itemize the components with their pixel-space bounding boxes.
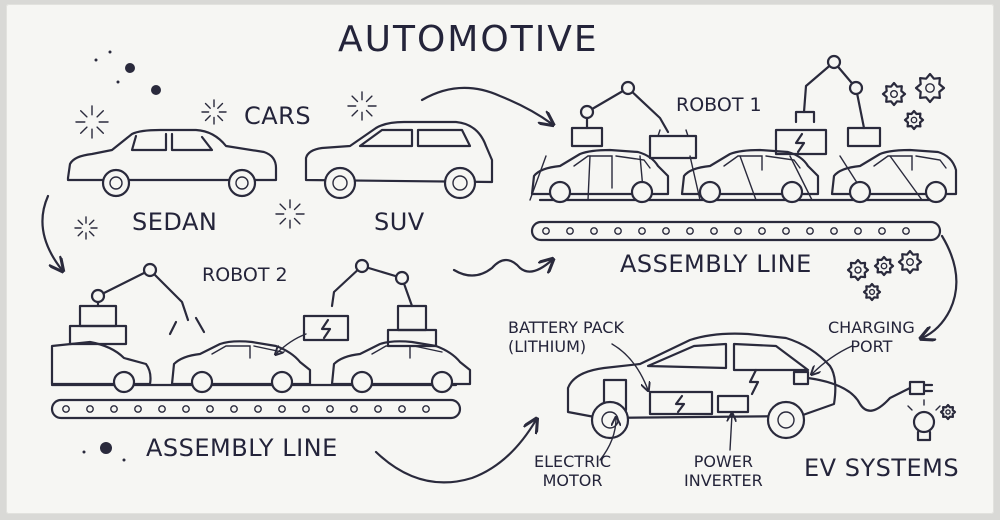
gear-icon (897, 249, 923, 275)
belt-roller (398, 405, 406, 413)
belt-roller (710, 227, 718, 235)
belt-roller (758, 227, 766, 235)
belt-roller (110, 405, 118, 413)
car-shell-3-icon (830, 148, 958, 204)
ev-systems-label: EV SYSTEMS (804, 454, 960, 482)
gear-icon (862, 282, 882, 302)
robot-arm-1b-icon (774, 54, 882, 156)
ink-splatters (82, 50, 161, 462)
belt-roller (638, 227, 646, 235)
sparkle-mark (74, 216, 98, 240)
belt-roller (62, 405, 70, 413)
cars-label: CARS (244, 102, 312, 130)
belt-roller (350, 405, 358, 413)
belt-roller (566, 227, 574, 235)
belt-roller (542, 227, 550, 235)
belt-rollers-bottom (62, 405, 430, 413)
gear-icon (873, 255, 895, 277)
sedan-icon (66, 128, 278, 198)
belt-roller (254, 405, 262, 413)
robot-arm-2b-icon (302, 258, 438, 348)
robot-arm-2a-icon (68, 262, 206, 346)
battery-pack-label: BATTERY PACK (LITHIUM) (508, 318, 624, 357)
light-bulb-icon (907, 399, 941, 442)
sparkle-mark (201, 99, 227, 125)
belt-roller (278, 405, 286, 413)
gear-icon (914, 72, 946, 104)
belt-roller (830, 227, 838, 235)
belt-roller (302, 405, 310, 413)
gear-icon (903, 109, 925, 131)
assembly-line-top-label: ASSEMBLY LINE (620, 250, 812, 278)
belt-roller (422, 405, 430, 413)
belt-roller (902, 227, 910, 235)
conveyor-belt-top-icon (529, 155, 942, 242)
robot-2-label: ROBOT 2 (202, 264, 288, 286)
belt-roller (686, 227, 694, 235)
gear-icon (881, 81, 907, 107)
belt-roller (326, 405, 334, 413)
robot-arm-1a-icon (570, 80, 698, 160)
gear-icons (846, 72, 957, 421)
belt-roller (590, 227, 598, 235)
sparkle-mark (347, 91, 377, 121)
ev-car-icon (566, 332, 934, 440)
belt-roller (854, 227, 862, 235)
napkin-background (6, 4, 994, 514)
car-shell-6-icon (330, 340, 472, 394)
belt-roller (878, 227, 886, 235)
belt-roller (374, 405, 382, 413)
sparkle-marks (74, 91, 377, 240)
page-title: AUTOMOTIVE (338, 19, 599, 60)
conveyor-belt-bottom-icon (50, 383, 462, 420)
belt-roller (614, 227, 622, 235)
suv-icon (304, 120, 494, 200)
car-shell-1-icon (530, 148, 670, 204)
robot-1-label: ROBOT 1 (676, 94, 762, 116)
car-shell-4-icon (50, 340, 152, 394)
electric-motor-label: ELECTRIC MOTOR (534, 452, 612, 491)
suv-label: SUV (374, 208, 425, 236)
belt-roller (782, 227, 790, 235)
car-shell-5-icon (170, 340, 312, 394)
charging-port-label: CHARGING PORT (828, 318, 915, 357)
belt-rollers-top (542, 227, 910, 235)
gear-icon (846, 258, 870, 282)
power-inverter-label: POWER INVERTER (684, 452, 763, 491)
assembly-line-bottom-label: ASSEMBLY LINE (146, 434, 338, 462)
belt-roller (86, 405, 94, 413)
gear-icon (939, 403, 957, 421)
sedan-label: SEDAN (132, 208, 218, 236)
belt-roller (662, 227, 670, 235)
belt-roller (230, 405, 238, 413)
sparkle-mark (275, 199, 305, 229)
belt-roller (134, 405, 142, 413)
belt-roller (806, 227, 814, 235)
car-shell-2-icon (680, 148, 820, 204)
belt-roller (182, 405, 190, 413)
belt-roller (734, 227, 742, 235)
flow-arrows (41, 86, 958, 484)
belt-roller (206, 405, 214, 413)
sparkle-mark (75, 105, 109, 139)
belt-roller (158, 405, 166, 413)
